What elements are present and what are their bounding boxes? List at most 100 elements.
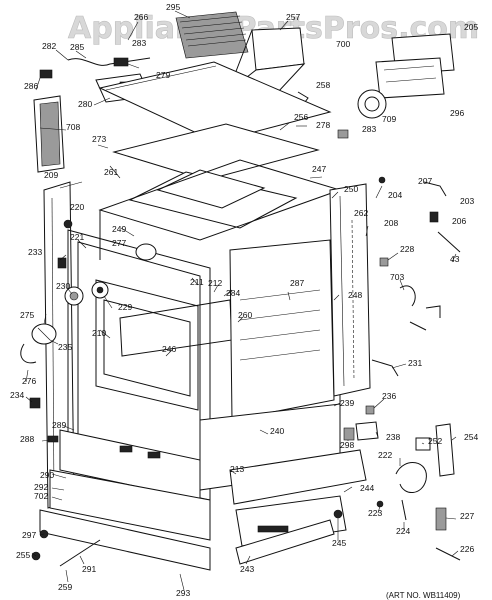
label-210: 210 bbox=[92, 328, 106, 338]
label-262: 262 bbox=[354, 208, 368, 218]
label-235: 235 bbox=[58, 342, 72, 352]
label-220: 220 bbox=[70, 202, 84, 212]
label-293: 293 bbox=[176, 588, 190, 598]
label-222: 222 bbox=[378, 450, 392, 460]
label-244: 244 bbox=[360, 483, 374, 493]
igniter-229 bbox=[91, 281, 109, 299]
label-240: 240 bbox=[270, 426, 284, 436]
label-229: 229 bbox=[118, 302, 132, 312]
label-212: 212 bbox=[208, 278, 222, 288]
label-277: 277 bbox=[112, 238, 126, 248]
mesh-panel-295 bbox=[175, 11, 249, 59]
label-43: 43 bbox=[450, 254, 460, 264]
label-211: 211 bbox=[190, 277, 204, 287]
label-285: 285 bbox=[70, 42, 84, 52]
clip-206 bbox=[429, 211, 439, 223]
label-238: 238 bbox=[386, 432, 400, 442]
nut-228 bbox=[379, 257, 389, 267]
label-278: 278 bbox=[316, 120, 330, 130]
label-213: 213 bbox=[230, 464, 244, 474]
label-223: 223 bbox=[368, 508, 382, 518]
label-236: 236 bbox=[382, 391, 396, 401]
label-256: 256 bbox=[294, 112, 308, 122]
clip-288 bbox=[47, 435, 59, 443]
label-259: 259 bbox=[58, 582, 72, 592]
top-panel-273 bbox=[98, 61, 332, 229]
label-297: 297 bbox=[22, 530, 36, 540]
label-246: 246 bbox=[162, 344, 176, 354]
label-292: 292 bbox=[34, 482, 48, 492]
grommet-709 bbox=[357, 89, 387, 119]
label-708: 708 bbox=[66, 122, 80, 132]
valve-222 bbox=[395, 462, 427, 493]
art-number: (ART NO. WB11409) bbox=[386, 591, 461, 600]
knob-230 bbox=[64, 286, 84, 306]
watermark-text: AppliancePartsPros.com bbox=[68, 11, 479, 46]
label-231: 231 bbox=[408, 358, 422, 368]
label-254: 254 bbox=[464, 432, 478, 442]
label-260: 260 bbox=[238, 310, 252, 320]
side-bracket-205-296 bbox=[375, 33, 455, 99]
label-249: 249 bbox=[112, 224, 126, 234]
rod-43 bbox=[437, 231, 461, 253]
clip-286 bbox=[39, 69, 53, 79]
label-252: 252 bbox=[428, 436, 442, 446]
label-280: 280 bbox=[78, 99, 92, 109]
clip-252 bbox=[415, 437, 431, 451]
label-273: 273 bbox=[92, 134, 106, 144]
spring-298 bbox=[343, 427, 355, 441]
label-275: 275 bbox=[20, 310, 34, 320]
clip-703 bbox=[399, 285, 416, 307]
leader-lines bbox=[25, 10, 459, 591]
label-702: 702 bbox=[34, 491, 48, 501]
wire-207 bbox=[423, 181, 447, 197]
label-284: 284 bbox=[226, 288, 240, 298]
leveler-245 bbox=[333, 509, 343, 519]
label-233: 233 bbox=[28, 247, 42, 257]
label-239: 239 bbox=[340, 398, 354, 408]
bracket-231 bbox=[371, 359, 399, 377]
label-226: 226 bbox=[460, 544, 474, 554]
wire-276 bbox=[20, 343, 37, 364]
bracket-708 bbox=[33, 95, 65, 173]
label-207: 207 bbox=[418, 176, 432, 186]
part-labels: 295 257 266 282 285 283 279 286 280 700 … bbox=[10, 2, 478, 598]
oven-body bbox=[39, 159, 371, 571]
clip-236 bbox=[365, 405, 375, 415]
label-243: 243 bbox=[240, 564, 254, 574]
label-296: 296 bbox=[450, 108, 464, 118]
label-257: 257 bbox=[286, 12, 300, 22]
label-203: 203 bbox=[460, 196, 474, 206]
label-250: 250 bbox=[344, 184, 358, 194]
label-221: 221 bbox=[70, 232, 84, 242]
bracket-706 bbox=[425, 305, 441, 318]
spring-227 bbox=[435, 507, 447, 531]
label-276: 276 bbox=[22, 376, 36, 386]
label-289: 289 bbox=[52, 420, 66, 430]
label-287: 287 bbox=[290, 278, 304, 288]
label-298: 298 bbox=[340, 440, 354, 450]
rod-259 bbox=[59, 539, 101, 567]
label-261: 261 bbox=[104, 167, 118, 177]
label-258: 258 bbox=[316, 80, 330, 90]
clip-234 bbox=[29, 397, 41, 409]
label-283a: 283 bbox=[132, 38, 146, 48]
label-205: 205 bbox=[464, 22, 478, 32]
label-266: 266 bbox=[134, 12, 148, 22]
element-277 bbox=[135, 243, 157, 261]
label-208: 208 bbox=[384, 218, 398, 228]
label-228: 228 bbox=[400, 244, 414, 254]
label-204: 204 bbox=[388, 190, 402, 200]
hinge-233 bbox=[57, 257, 67, 269]
label-248: 248 bbox=[348, 290, 362, 300]
label-209: 209 bbox=[44, 170, 58, 180]
label-227: 227 bbox=[460, 511, 474, 521]
label-288: 288 bbox=[20, 434, 34, 444]
label-230: 230 bbox=[56, 281, 70, 291]
label-206: 206 bbox=[452, 216, 466, 226]
screw-204 bbox=[378, 176, 386, 184]
label-234: 234 bbox=[10, 390, 24, 400]
label-247: 247 bbox=[312, 164, 326, 174]
